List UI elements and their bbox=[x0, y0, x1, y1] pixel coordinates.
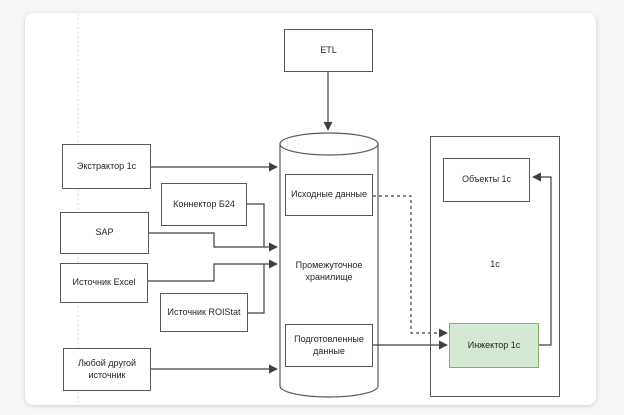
node-source-excel-label: Источник Excel bbox=[72, 277, 136, 288]
node-objects-1c-label: Объекты 1с bbox=[461, 174, 512, 185]
node-source-data-label: Исходные данные bbox=[290, 189, 368, 200]
node-source-roistat-label: Источник ROIStat bbox=[167, 306, 241, 317]
node-prepared-data[interactable]: Подготовленные данные bbox=[285, 324, 373, 367]
node-any-other-source[interactable]: Любой другой источник bbox=[63, 348, 151, 391]
container-1c-label: 1с bbox=[490, 259, 500, 269]
node-container-1c[interactable]: 1с bbox=[430, 136, 560, 397]
node-connector-b24-label: Коннектор Б24 bbox=[173, 198, 235, 209]
node-sap-label: SAP bbox=[95, 227, 114, 238]
node-etl[interactable]: ETL bbox=[284, 29, 373, 72]
node-source-roistat[interactable]: Источник ROIStat bbox=[160, 293, 248, 332]
node-extractor-1c[interactable]: Экстрактор 1с bbox=[62, 144, 151, 189]
node-etl-label: ETL bbox=[320, 44, 337, 55]
node-prepared-data-label: Подготовленные данные bbox=[294, 333, 364, 356]
node-source-excel[interactable]: Источник Excel bbox=[60, 263, 148, 303]
node-connector-b24[interactable]: Коннектор Б24 bbox=[161, 183, 247, 226]
node-objects-1c[interactable]: Объекты 1с bbox=[443, 158, 530, 202]
node-injector-1c[interactable]: Инжектор 1с bbox=[449, 323, 539, 368]
node-source-data[interactable]: Исходные данные bbox=[285, 174, 373, 216]
node-sap[interactable]: SAP bbox=[60, 212, 149, 254]
staging-storage-label: Промежуточное хранилище bbox=[295, 260, 363, 282]
node-injector-1c-label: Инжектор 1с bbox=[467, 339, 521, 350]
node-extractor-1c-label: Экстрактор 1с bbox=[76, 160, 137, 171]
node-any-other-source-label: Любой другой источник bbox=[77, 357, 137, 380]
